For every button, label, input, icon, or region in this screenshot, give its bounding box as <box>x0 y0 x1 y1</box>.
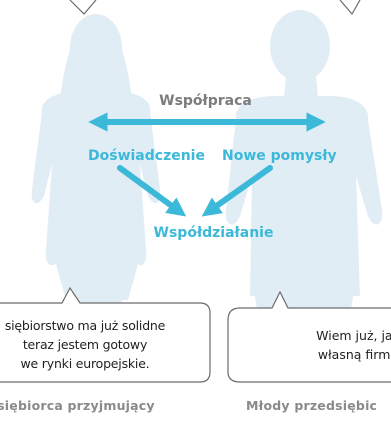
experience-label: Doświadczenie <box>88 148 205 164</box>
host-entrepreneur-caption: dsiębiorca przyjmujący <box>0 398 155 413</box>
collaboration-label: Współpraca <box>159 93 252 109</box>
right-bubble-line: Wiem już, jak <box>316 328 391 343</box>
right-bubble-line: własną firmę <box>317 347 391 362</box>
left-speech-bubble <box>0 286 211 383</box>
top-bubble-tails <box>69 0 361 16</box>
left-bubble-line: teraz jestem gotowy <box>22 337 148 352</box>
left-bubble-text: siębiorstwo ma już solidne teraz jestem … <box>0 316 210 373</box>
new-ideas-arrow <box>201 165 273 217</box>
left-bubble-line: siębiorstwo ma już solidne <box>4 318 166 333</box>
arrows <box>88 112 326 217</box>
experience-arrow <box>117 165 187 217</box>
left-bubble-line: we rynki europejskie. <box>20 356 150 371</box>
synergy-label: Współdziałanie <box>153 225 274 241</box>
new-ideas-label: Nowe pomysły <box>222 148 337 164</box>
young-entrepreneur-caption: Młody przedsiębic <box>246 398 378 413</box>
right-speech-bubble <box>227 290 391 383</box>
woman-silhouette <box>31 14 161 316</box>
right-bubble-text: Wiem już, jak własną firmę <box>268 326 391 364</box>
